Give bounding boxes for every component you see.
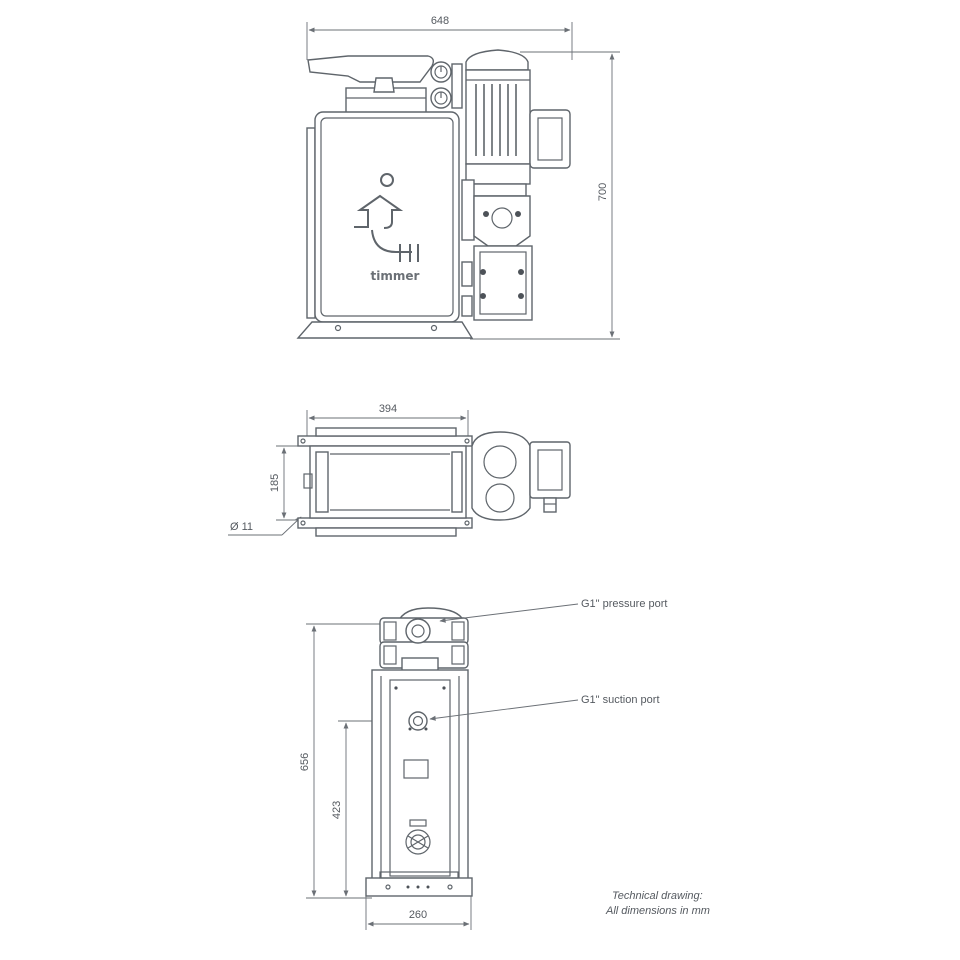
gear-housing bbox=[461, 179, 533, 321]
side-panel bbox=[306, 127, 316, 319]
note-line-1: Technical drawing: bbox=[612, 890, 703, 902]
hole-diameter-label: Ø 11 bbox=[230, 521, 253, 533]
hole-leader: Ø 11 bbox=[228, 516, 302, 536]
front-height-dimension: 700 bbox=[470, 51, 620, 340]
top-drive bbox=[471, 431, 571, 521]
front-width-dimension: 648 bbox=[306, 15, 573, 60]
frame-bottom-rail bbox=[297, 517, 473, 529]
brand-logo: timmer bbox=[354, 194, 420, 283]
lid bbox=[307, 55, 435, 83]
suction-port-label: G1" suction port bbox=[581, 694, 660, 706]
suction-port-callout: G1" suction port bbox=[429, 694, 660, 721]
front-width-label: 648 bbox=[431, 15, 449, 27]
brand-name: timmer bbox=[371, 269, 420, 283]
pressure-port bbox=[405, 618, 431, 644]
side-height-label: 656 bbox=[299, 753, 311, 771]
base-plate bbox=[296, 321, 474, 339]
terminal-box bbox=[529, 109, 571, 169]
pump-housing bbox=[314, 111, 460, 323]
side-view: 656 423 260 bbox=[299, 598, 667, 930]
side-width-label: 260 bbox=[409, 909, 427, 921]
front-view: 648 700 timmer bbox=[296, 15, 620, 340]
side-housing bbox=[371, 669, 469, 883]
front-height-label: 700 bbox=[597, 183, 609, 201]
suction-port bbox=[408, 711, 428, 731]
note-line-2: All dimensions in mm bbox=[605, 905, 710, 917]
pressure-port-callout: G1" pressure port bbox=[439, 598, 667, 623]
rating-plate bbox=[403, 759, 429, 779]
side-height-dimension: 656 bbox=[299, 623, 380, 899]
lid-handle bbox=[373, 77, 395, 93]
pressure-port-label: G1" pressure port bbox=[581, 598, 667, 610]
top-width-dimension: 394 bbox=[306, 403, 469, 436]
motor bbox=[465, 49, 571, 197]
indicator-lamp bbox=[380, 173, 394, 187]
fan-grille bbox=[405, 819, 431, 855]
suction-port-height-label: 423 bbox=[331, 801, 343, 819]
top-width-label: 394 bbox=[379, 403, 397, 415]
frame-top-rail bbox=[297, 435, 473, 447]
top-view: 394 185 Ø 11 bbox=[228, 403, 571, 537]
pump-head bbox=[379, 607, 469, 677]
pressure-gauges bbox=[430, 61, 463, 109]
pump-body-top bbox=[309, 445, 467, 519]
top-depth-label: 185 bbox=[269, 474, 281, 492]
drawing-note: Technical drawing: All dimensions in mm bbox=[605, 890, 710, 917]
